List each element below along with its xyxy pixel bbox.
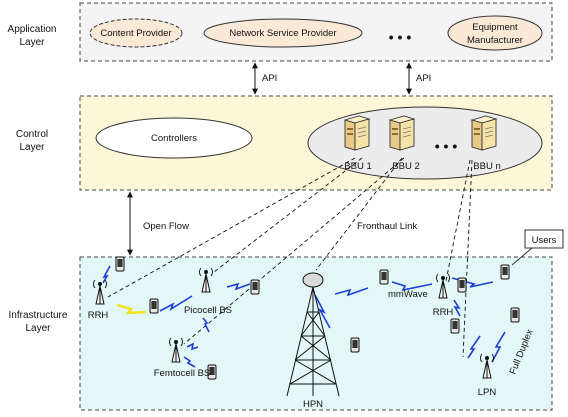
controllers-ellipse bbox=[95, 117, 253, 159]
fronthaul-links bbox=[107, 157, 473, 358]
femtocell-label: Femtocell BS bbox=[154, 368, 211, 379]
content-provider-ellipse bbox=[89, 18, 183, 48]
equipment-manufacturer-ellipse bbox=[447, 15, 543, 51]
users-callout bbox=[524, 229, 564, 249]
application-ellipsis: • • • bbox=[389, 29, 412, 45]
bbu-n-label: BBU n bbox=[473, 161, 500, 172]
picocell-label: Picocell BS bbox=[184, 305, 232, 316]
api-label-right: API bbox=[416, 73, 431, 84]
equipment-manufacturer-label-2: Manufacturer bbox=[467, 35, 523, 46]
application-layer-label: Application bbox=[8, 24, 57, 35]
bbu-1-server-icon bbox=[344, 115, 370, 151]
hpn-label: HPN bbox=[303, 399, 323, 410]
users-callout-pointer bbox=[511, 247, 533, 266]
lpn-label: LPN bbox=[478, 387, 497, 398]
phone-icon bbox=[450, 318, 460, 334]
control-layer-label: Control bbox=[16, 129, 48, 140]
bbu-pool-ellipse bbox=[307, 106, 543, 180]
hpn-tower-icon bbox=[286, 272, 340, 397]
api-label-left: API bbox=[262, 73, 277, 84]
phone-icon bbox=[500, 264, 510, 280]
mmwave-label: mmWave bbox=[388, 289, 428, 300]
phone-icon bbox=[115, 256, 125, 272]
users-label: Users bbox=[532, 235, 557, 246]
network-service-provider-label: Network Service Provider bbox=[229, 28, 336, 39]
application-layer-label-2: Layer bbox=[19, 37, 45, 48]
network-service-provider-ellipse bbox=[203, 18, 363, 48]
phone-icon bbox=[149, 298, 159, 314]
rrh-right-label: RRH bbox=[433, 307, 454, 318]
bbu-2-server-icon bbox=[389, 115, 415, 151]
equipment-manufacturer-label: Equipment bbox=[472, 22, 518, 33]
bbu-1-label: BBU 1 bbox=[344, 161, 371, 172]
phone-icon bbox=[379, 269, 389, 285]
controllers-label: Controllers bbox=[151, 133, 197, 144]
infrastructure-layer-label-2: Layer bbox=[25, 323, 51, 334]
infrastructure-layer-label: Infrastructure bbox=[9, 310, 68, 321]
bbu-2-label: BBU 2 bbox=[392, 161, 419, 172]
wireless-links bbox=[102, 265, 506, 368]
rrh-left-label: RRH bbox=[88, 310, 109, 321]
bbu-ellipsis: • • • bbox=[435, 138, 458, 154]
phone-icon bbox=[350, 337, 360, 353]
phone-icon bbox=[250, 279, 260, 295]
phone-icon bbox=[457, 277, 467, 293]
bbu-n-server-icon bbox=[471, 115, 497, 151]
open-flow-label: Open Flow bbox=[143, 221, 189, 232]
content-provider-label: Content Provider bbox=[100, 28, 171, 39]
control-layer-label-2: Layer bbox=[19, 142, 45, 153]
fronthaul-link-label: Fronthaul Link bbox=[357, 221, 417, 232]
phone-icon bbox=[510, 307, 520, 323]
